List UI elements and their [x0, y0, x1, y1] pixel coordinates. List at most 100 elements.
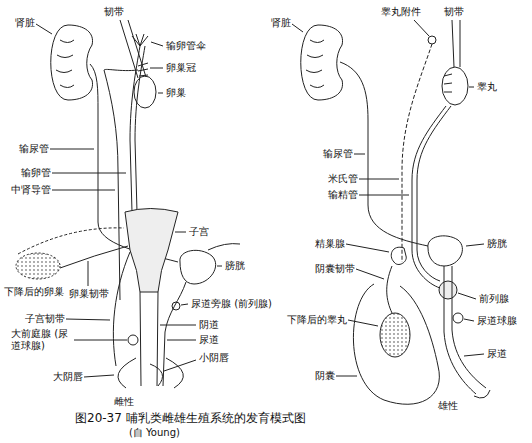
- part-label: 输卵管: [20, 167, 52, 179]
- testis: [442, 67, 468, 105]
- leader-line: [348, 320, 378, 326]
- leader-line: [66, 319, 110, 320]
- kidney-tubules: [56, 40, 74, 88]
- bladder: [180, 250, 216, 284]
- part-label: 卵巢韧带: [68, 288, 110, 300]
- ovarian-ligament: [60, 246, 128, 268]
- leader-line: [458, 293, 476, 299]
- leader-line: [464, 354, 484, 356]
- epididymis-tubules: [444, 74, 452, 92]
- part-label: 前列腺: [478, 293, 510, 305]
- ligament-band: [452, 20, 460, 67]
- vestibular-gland: [128, 335, 138, 345]
- leader-line: [292, 24, 303, 32]
- prostate: [439, 281, 457, 299]
- leader-line: [150, 68, 163, 69]
- leader-line: [354, 154, 365, 155]
- part-label: 膀胱: [224, 260, 246, 272]
- part-label: 尿道球腺: [476, 315, 518, 327]
- part-label: 膀胱: [486, 238, 508, 250]
- part-label: 子宫韧带: [24, 313, 66, 325]
- part-label: 睾丸附件: [380, 6, 422, 18]
- part-label: 小阴唇: [198, 352, 230, 364]
- leader-line: [414, 20, 429, 36]
- leader-line: [151, 42, 163, 46]
- leader-line: [336, 376, 357, 377]
- part-label: 下降后的卵巢: [3, 286, 65, 298]
- part-label: 中肾导管: [10, 184, 52, 196]
- ovary: [134, 76, 156, 108]
- leader-line: [36, 24, 52, 34]
- kidney-outline: [301, 25, 343, 100]
- epoophoron-tubules: [138, 63, 148, 76]
- leader-line: [464, 319, 474, 321]
- scrotum: [353, 284, 439, 404]
- descended-ovary: [16, 253, 60, 279]
- part-label: 大阴唇: [52, 371, 84, 383]
- leader-line: [74, 340, 127, 341]
- vas-deferens: [412, 106, 451, 288]
- bulbourethral-gland: [453, 313, 463, 323]
- part-label: 下降后的睾丸: [286, 314, 348, 326]
- part-label: 输尿管: [18, 143, 50, 155]
- appendix-testis: [428, 36, 436, 44]
- line-art: [16, 20, 490, 404]
- leader-line: [84, 375, 114, 377]
- part-label: 输卵管伞: [165, 40, 207, 52]
- leader-line: [160, 325, 196, 326]
- leader-line: [164, 360, 196, 371]
- leader-line: [175, 232, 186, 233]
- part-label: 阴囊: [314, 370, 336, 382]
- part-label: 尿道: [198, 334, 220, 346]
- part-label: 米氏管: [327, 173, 359, 185]
- leader-line: [167, 340, 196, 341]
- ligament-band: [120, 20, 146, 78]
- labia-minora: [150, 364, 163, 386]
- part-label: 雄性: [437, 400, 459, 412]
- descended-testis: [380, 313, 410, 357]
- leader-line: [356, 269, 384, 279]
- labia-majora: [118, 358, 183, 388]
- leader-line: [88, 261, 89, 286]
- leader-line: [181, 304, 188, 305]
- leader-line: [52, 173, 126, 174]
- leader-line: [52, 190, 115, 191]
- urethra: [444, 266, 486, 394]
- bladder: [428, 236, 463, 266]
- part-label: 输尿管: [322, 148, 354, 160]
- kidney-outline: [51, 25, 93, 100]
- part-label: 睾丸: [476, 81, 498, 93]
- part-label: 肾脏: [270, 17, 292, 29]
- part-label: 雌性: [113, 396, 135, 408]
- part-label: (自 Young): [128, 427, 181, 439]
- leader-line: [469, 87, 474, 88]
- uterus: [125, 209, 178, 293]
- seminal-vesicle: [391, 247, 406, 264]
- part-label: 韧带: [443, 6, 465, 18]
- part-label: 大前庭腺 (尿道球腺): [10, 328, 74, 352]
- oviduct-fimbria: [132, 34, 148, 46]
- part-label: 精巢腺: [314, 238, 346, 250]
- part-label: 肾脏: [14, 17, 36, 29]
- vagina: [140, 292, 158, 386]
- leader-line: [158, 93, 163, 94]
- part-label: 阴囊韧带: [314, 263, 356, 275]
- scrotal-ligament: [387, 266, 392, 313]
- bladder-ligament: [208, 244, 240, 250]
- part-label: 卵巢: [165, 87, 187, 99]
- figure-caption: 图20-37 哺乳类雌雄生殖系统的发育模式图: [75, 411, 306, 425]
- part-label: 卵巢冠: [165, 62, 197, 74]
- part-label: 尿道旁腺 (前列腺): [190, 298, 273, 310]
- part-label: 阴道: [198, 319, 220, 331]
- descent-route: [18, 228, 124, 254]
- leader-line: [359, 195, 409, 196]
- leader-line: [217, 266, 222, 267]
- leader-line: [346, 244, 389, 252]
- leader-line: [466, 244, 484, 246]
- leader-line: [359, 179, 399, 180]
- mesonephric-duct: [104, 69, 138, 300]
- part-label: 子宫: [188, 226, 210, 238]
- round-ligament: [113, 252, 130, 366]
- leader-line: [50, 149, 94, 150]
